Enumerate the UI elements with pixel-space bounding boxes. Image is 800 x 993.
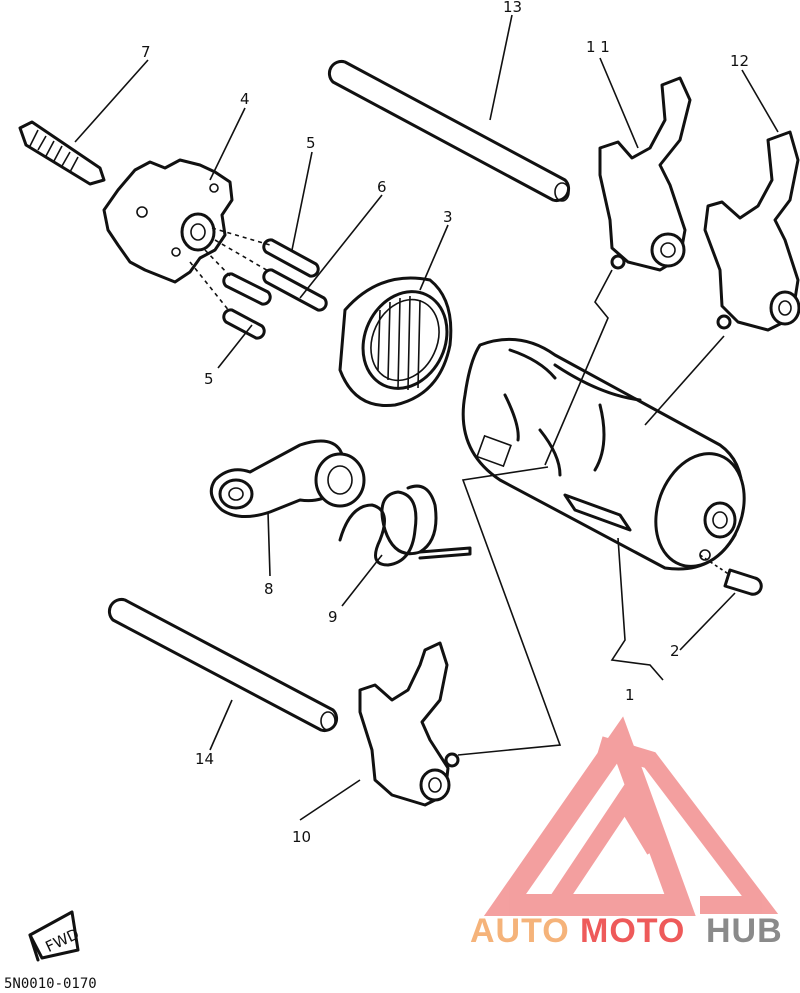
part-5-pins [222, 238, 320, 340]
label-part-4: 4 [240, 90, 250, 108]
part-12-shift-fork [703, 130, 800, 332]
part-2-pin [699, 554, 763, 596]
part-1-shift-drum [461, 337, 746, 571]
part-4-segment-plate [102, 158, 234, 284]
part-labels: 1 2 3 4 5 5 6 7 8 9 10 1 1 12 13 14 [141, 0, 749, 846]
watermark-text: AUTO MOTO HUB [470, 912, 783, 950]
part-13-shaft [327, 59, 571, 203]
label-part-9: 9 [328, 608, 338, 626]
part-7-bolt [18, 120, 106, 186]
label-part-14: 14 [195, 750, 214, 768]
fwd-arrow-icon: FWD [28, 910, 82, 962]
watermark-moto: MOTO [580, 912, 685, 950]
watermark-logo-icon [483, 716, 779, 916]
label-part-13: 13 [503, 0, 522, 16]
watermark-hub: HUB [706, 912, 783, 950]
label-part-10: 10 [292, 828, 311, 846]
part-14-shaft [107, 597, 339, 733]
label-part-3: 3 [443, 208, 453, 226]
part-3-bearing [338, 276, 453, 408]
label-part-7: 7 [141, 43, 151, 61]
label-part-2: 2 [670, 642, 680, 660]
label-part-5-lower: 5 [204, 370, 214, 388]
part-11-shift-fork [598, 76, 692, 272]
part-8-stopper-lever [209, 439, 366, 518]
label-part-11: 1 1 [586, 38, 610, 56]
label-part-5-upper: 5 [306, 134, 316, 152]
label-part-6: 6 [377, 178, 387, 196]
label-part-1: 1 [625, 686, 635, 704]
part-10-shift-fork [358, 641, 460, 807]
connection-lines [457, 269, 725, 756]
label-part-12: 12 [730, 52, 749, 70]
part-6-pin [262, 268, 328, 312]
watermark-auto: AUTO [470, 912, 570, 950]
leader-lines [74, 14, 779, 821]
label-part-8: 8 [264, 580, 274, 598]
part-9-spring [338, 484, 472, 567]
diagram-code: 5N0010-0170 [4, 976, 97, 992]
